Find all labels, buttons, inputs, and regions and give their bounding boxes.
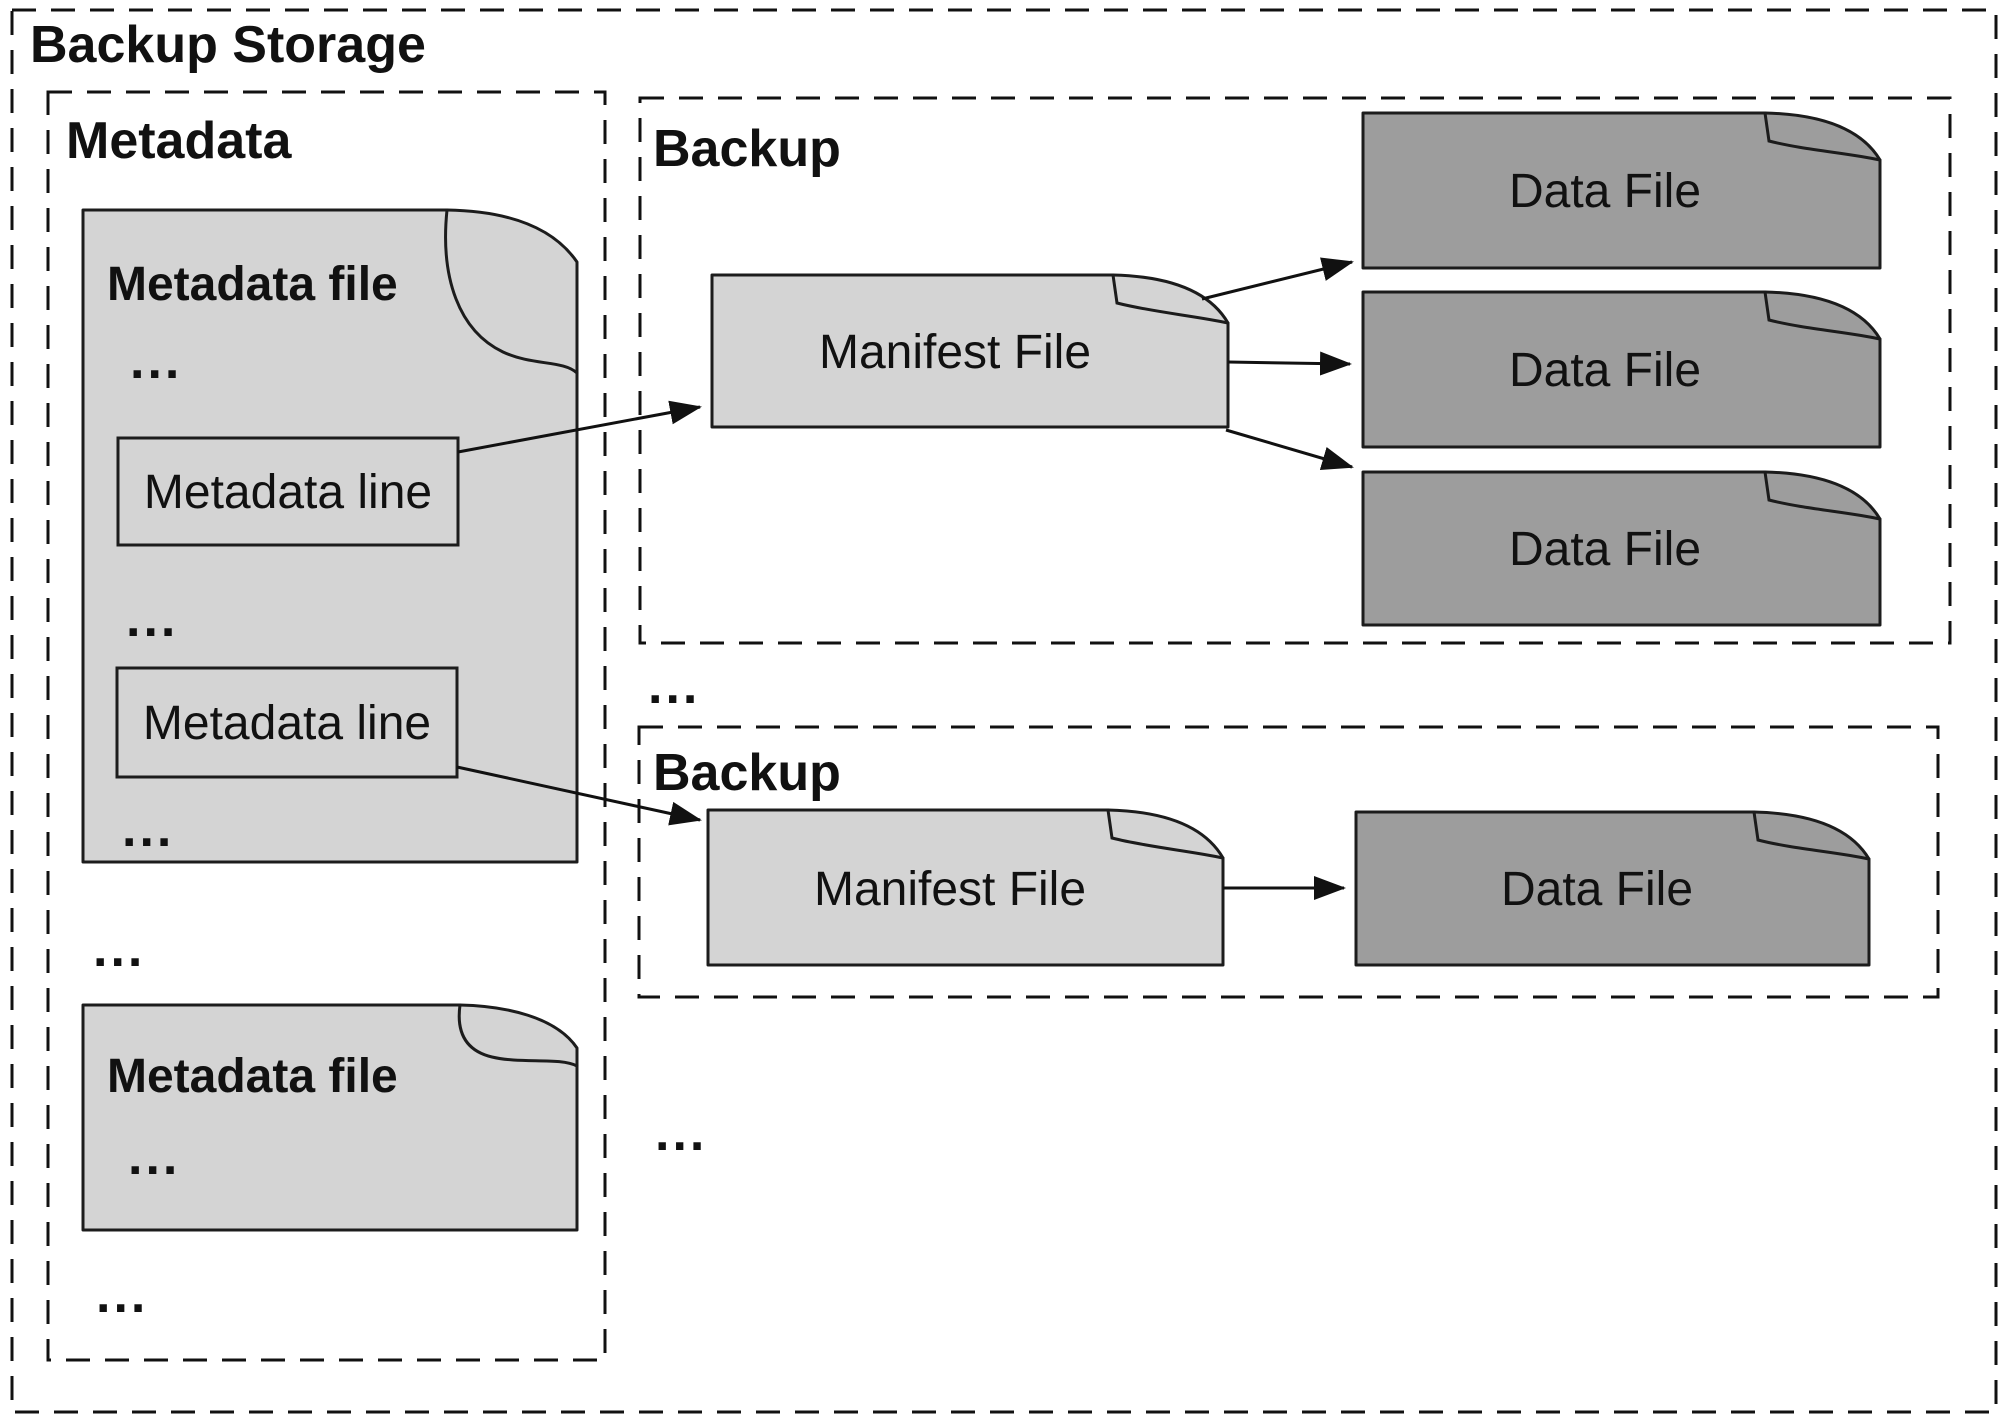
- metadata-file-1: Metadata file ... Metadata line ... Meta…: [81, 208, 579, 864]
- backup-2-data-file: Data File: [1354, 810, 1871, 967]
- backup-storage-title: Backup Storage: [30, 16, 426, 74]
- metadata-container: [46, 90, 607, 1362]
- metadata-file-1-dots-bottom: ...: [122, 800, 174, 858]
- backup-1-title: Backup: [653, 120, 841, 178]
- data-file-1-label: Data File: [1509, 165, 1701, 218]
- metadata-file-2-dots: ...: [128, 1128, 180, 1186]
- arrow-metadata-line-1-to-manifest-1: [457, 400, 702, 454]
- backup-2-manifest-file: Manifest File: [706, 808, 1225, 967]
- metadata-file-1-dots-mid: ...: [126, 590, 178, 648]
- metadata-line-2-box: [115, 666, 459, 779]
- data-file-4-label: Data File: [1501, 863, 1693, 916]
- data-file-4-fold-icon: [1752, 810, 1871, 861]
- metadata-file-1-dots-top: ...: [130, 332, 182, 390]
- data-file-3-fold-icon: [1763, 470, 1882, 521]
- metadata-section-title: Metadata: [66, 112, 292, 170]
- manifest-file-2-fold-icon: [1106, 808, 1225, 860]
- metadata-file-2-title: Metadata file: [107, 1050, 398, 1103]
- backup-1-manifest-file: Manifest File: [710, 273, 1230, 429]
- metadata-line-1-box: [116, 436, 460, 547]
- metadata-file-2: Metadata file ...: [81, 1003, 579, 1232]
- metadata-line-2-label: Metadata line: [143, 697, 431, 750]
- metadata-file-1-title: Metadata file: [107, 258, 398, 311]
- manifest-file-2-label: Manifest File: [814, 863, 1086, 916]
- dots-bottom-middle: ...: [655, 1104, 707, 1162]
- metadata-file-2-fold-icon: [457, 1003, 579, 1068]
- manifest-file-1-fold-icon: [1111, 273, 1230, 325]
- backup-1-data-file-3: Data File: [1361, 470, 1882, 627]
- arrow-manifest-1-to-data-file-3: [1225, 428, 1354, 471]
- data-file-3-label: Data File: [1509, 523, 1701, 576]
- backup-2-container: [637, 725, 1940, 999]
- backup-1-data-file-1: Data File: [1361, 111, 1882, 270]
- metadata-file-2-document-icon: [81, 1003, 579, 1232]
- metadata-file-1-fold-icon: [444, 208, 579, 375]
- metadata-dots-bottom: ...: [96, 1266, 148, 1324]
- backup-1-data-file-2: Data File: [1361, 290, 1882, 449]
- data-file-2-fold-icon: [1763, 290, 1882, 341]
- arrow-manifest-1-to-data-file-2: [1227, 351, 1352, 376]
- dots-between-backups: ...: [648, 657, 700, 715]
- backup-2-title: Backup: [653, 744, 841, 802]
- manifest-file-1-label: Manifest File: [819, 326, 1091, 379]
- arrow-manifest-1-to-data-file-1: [1201, 257, 1354, 301]
- data-file-1-fold-icon: [1763, 111, 1882, 162]
- metadata-dots-between-files: ...: [93, 920, 145, 978]
- metadata-line-1-label: Metadata line: [144, 466, 432, 519]
- data-file-2-label: Data File: [1509, 344, 1701, 397]
- arrow-metadata-line-2-to-manifest-2: [456, 765, 702, 826]
- backup-1-container: [638, 96, 1952, 645]
- backup-storage-container: [10, 8, 1998, 1414]
